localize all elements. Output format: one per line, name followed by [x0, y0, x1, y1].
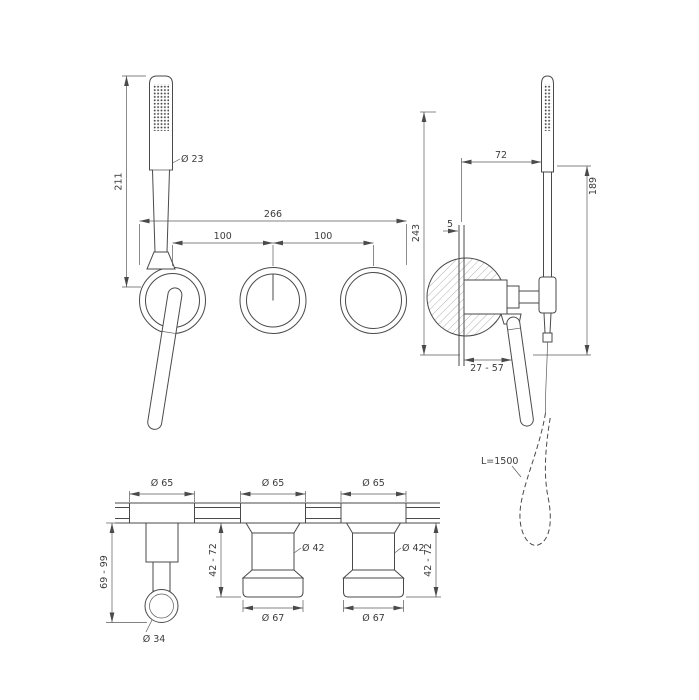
- dim-holder-depth-69-99: 69 - 99: [99, 522, 147, 623]
- valve2-escutcheon-section: [340, 502, 407, 524]
- dim-height-211: 211: [114, 75, 146, 288]
- valve1-body-section: [241, 522, 305, 598]
- installation-view: Ø 65 Ø 65 Ø 65 69 - 99 42 - 72: [99, 478, 441, 645]
- dim-label-dia65-right: Ø 65: [362, 478, 385, 489]
- dim-valve2-depth-42-72: 42 - 72: [406, 523, 441, 598]
- dim-label-100-right: 100: [314, 231, 332, 242]
- holder-body-section: [144, 522, 179, 623]
- holder-escutcheon-section: [129, 502, 195, 524]
- valve1-escutcheon-section: [240, 502, 306, 524]
- dim-label-dia42-right: Ø 42: [402, 543, 425, 554]
- front-view: 211 Ø 23 266 100 100: [114, 75, 407, 430]
- dim-label-dia67-left: Ø 67: [262, 613, 285, 624]
- dim-label-dia65-left: Ø 65: [151, 478, 174, 489]
- dim-overall-width-266: 266: [139, 209, 407, 265]
- dim-plate-thickness-5: 5: [443, 219, 458, 234]
- dim-handshower-diameter: Ø 23: [172, 154, 204, 165]
- dim-label-dia42-left: Ø 42: [302, 543, 325, 554]
- dim-label-100-left: 100: [214, 231, 232, 242]
- hose-loop-dashed: [519, 412, 551, 546]
- shower-holder-cone: [146, 251, 176, 270]
- spray-face-dots: [153, 84, 169, 131]
- right-knob-outer: [340, 267, 407, 334]
- dim-label-189: 189: [588, 177, 599, 195]
- dim-valve1-body-67: Ø 67: [242, 600, 304, 624]
- dim-label-dia34: Ø 34: [143, 634, 166, 645]
- dim-label-27-57: 27 - 57: [470, 363, 504, 374]
- dim-valve1-escutcheon-65: Ø 65: [240, 478, 306, 502]
- dim-shower-height-189: 189: [533, 165, 599, 356]
- holder-outlet-ring: [144, 589, 179, 623]
- dim-label-5: 5: [447, 219, 453, 230]
- dim-spacing-100: 100 100: [172, 231, 374, 266]
- right-knob-inner: [345, 272, 402, 329]
- dim-label-69-99: 69 - 99: [99, 555, 110, 589]
- hose-upper: [545, 341, 548, 414]
- dim-wall-to-shower-72: 72: [461, 150, 542, 222]
- hose-outlet-cone: [543, 312, 552, 334]
- dim-label-hose-length: L=1500: [481, 456, 518, 467]
- dim-valve1-depth-42-72: 42 - 72: [208, 523, 241, 598]
- dim-label-dia67-right: Ø 67: [362, 613, 385, 624]
- dim-valve2-body-67: Ø 67: [343, 600, 404, 624]
- dim-valve2-escutcheon-65: Ø 65: [340, 478, 407, 502]
- valve2-body-section: [342, 522, 405, 598]
- hose-nut: [542, 332, 553, 343]
- dim-valve1-cartridge-42: Ø 42: [293, 543, 325, 554]
- dim-holder-outlet-34: Ø 34: [143, 619, 166, 645]
- dim-label-243: 243: [411, 224, 422, 242]
- dim-label-42-72-left: 42 - 72: [208, 543, 219, 577]
- side-view: 72 243 189 5 27 - 57 L=1500: [411, 75, 599, 546]
- dim-label-dia65-mid: Ø 65: [262, 478, 285, 489]
- dim-label-dia23: Ø 23: [181, 154, 204, 165]
- shower-holder-clamp: [538, 276, 557, 314]
- dim-label-42-72-right: 42 - 72: [423, 543, 434, 577]
- mixer-lever-side: [506, 316, 534, 427]
- dim-hose-length: L=1500: [481, 456, 522, 478]
- dim-label-211: 211: [114, 172, 125, 190]
- dim-overall-height-243: 243: [411, 111, 460, 356]
- dim-valve2-cartridge-42: Ø 42: [394, 543, 425, 554]
- dim-label-72: 72: [495, 150, 507, 161]
- mixer-lever-front: [147, 287, 183, 430]
- dim-projection-27-57: 27 - 57: [464, 357, 512, 374]
- dim-holder-escutcheon-65: Ø 65: [129, 478, 195, 502]
- spray-face-dots-side: [543, 84, 552, 131]
- mixer-body-side: [463, 279, 540, 315]
- dim-label-266: 266: [264, 209, 282, 220]
